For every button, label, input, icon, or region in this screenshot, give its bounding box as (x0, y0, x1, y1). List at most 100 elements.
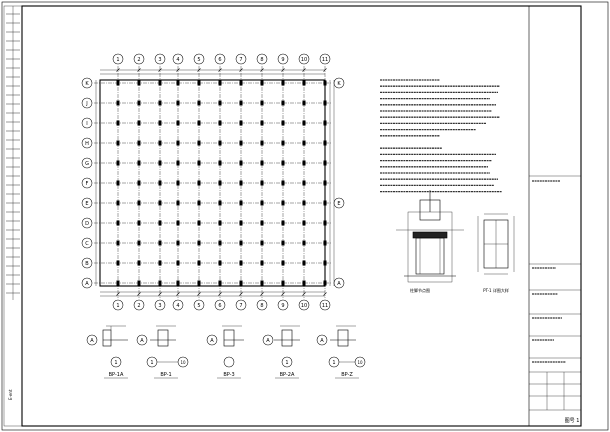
column-base-mark (323, 240, 327, 246)
svg-text:10: 10 (180, 360, 186, 365)
column-base-mark (323, 160, 327, 166)
axis-bubble-8: 8 (256, 53, 268, 65)
base-plate-detail: PT-1 详图大样 (477, 213, 515, 293)
svg-text:1: 1 (285, 360, 288, 366)
column-base-mark (116, 140, 120, 146)
column-base-mark (197, 280, 201, 286)
axis-bubble-H: H (81, 137, 93, 149)
column-base-mark (116, 180, 120, 186)
column-base-mark (116, 200, 120, 206)
column-base-mark (323, 80, 327, 86)
svg-text:E: E (85, 201, 88, 207)
column-base-mark (137, 100, 141, 106)
column-base-mark (197, 140, 201, 146)
column-base-mark (158, 220, 162, 226)
axis-bubble-C: C (81, 237, 93, 249)
left-axis-bubbles: K J I H G F E D C B A (81, 77, 93, 289)
svg-text:F: F (86, 181, 89, 187)
column-base-mark (302, 260, 306, 266)
axis-bubble-B: B (81, 257, 93, 269)
column-base-mark (302, 240, 306, 246)
axis-bubble-5-bottom: 5 (193, 299, 205, 311)
svg-text:7: 7 (239, 303, 242, 309)
column-base-mark (239, 240, 243, 246)
axis-bubble-11-bottom: 11 (319, 299, 331, 311)
column-base-mark (158, 140, 162, 146)
column-base-mark (260, 260, 264, 266)
svg-text:4: 4 (176, 303, 179, 309)
dim-tick (323, 68, 327, 72)
column-base-mark (281, 120, 285, 126)
svg-text:I: I (86, 121, 87, 127)
detail-bp-z: A 1 10 BP-Z (316, 325, 366, 379)
axis-bubble-9-bottom: 9 (277, 299, 289, 311)
column-base-mark (281, 180, 285, 186)
column-base-mark (260, 280, 264, 286)
column-base-mark (218, 120, 222, 126)
column-base-mark (218, 140, 222, 146)
axis-bubble-4-bottom: 4 (172, 299, 184, 311)
axis-bubble-A: A (81, 277, 93, 289)
svg-text:E: E (337, 201, 340, 207)
column-base-mark (158, 240, 162, 246)
svg-text:K: K (337, 81, 341, 87)
column-base-mark (260, 180, 264, 186)
column-base-mark (239, 100, 243, 106)
column-base-mark (197, 160, 201, 166)
dim-tick (176, 68, 180, 72)
svg-text:3: 3 (158, 303, 161, 309)
axis-bubble-4: 4 (172, 53, 184, 65)
column-base-mark (137, 200, 141, 206)
axis-bubble-9: 9 (277, 53, 289, 65)
column-base-mark (197, 240, 201, 246)
column-base-mark (176, 200, 180, 206)
column-base-mark (158, 200, 162, 206)
axis-bubble-10-bottom: 10 (298, 299, 310, 311)
column-base-mark (218, 280, 222, 286)
column-base-mark (239, 140, 243, 146)
column-base-mark (260, 80, 264, 86)
detail-row: A 1 BP-1A A 1 10 BP-1 A BP- (86, 325, 366, 379)
column-base-mark (239, 280, 243, 286)
svg-text:K: K (85, 81, 89, 87)
svg-text:9: 9 (281, 303, 284, 309)
svg-text:B: B (85, 261, 89, 267)
axis-bubble-G: G (81, 157, 93, 169)
svg-text:10: 10 (357, 360, 363, 365)
column-base-mark (281, 140, 285, 146)
dim-tick (158, 68, 162, 72)
detail-caption: BP-Z (341, 372, 353, 378)
column-base-mark (260, 100, 264, 106)
svg-text:J: J (85, 101, 87, 107)
svg-text:5: 5 (197, 303, 200, 309)
svg-text:5: 5 (197, 57, 200, 63)
svg-text:8: 8 (260, 303, 263, 309)
svg-text:10: 10 (301, 303, 307, 309)
top-axis-bubbles: 1 2 3 4 5 6 7 8 9 10 11 (112, 53, 331, 65)
column-base-mark (239, 180, 243, 186)
left-binding-strip: E-ent (3, 5, 23, 427)
column-base-mark (218, 180, 222, 186)
svg-text:A: A (210, 338, 214, 344)
column-base-mark (302, 100, 306, 106)
column-base-mark (116, 100, 120, 106)
column-base-mark (281, 240, 285, 246)
dimension-lines (95, 68, 335, 297)
svg-text:1: 1 (150, 360, 153, 366)
column-base-mark (158, 120, 162, 126)
dim-tick (197, 292, 201, 296)
column-base-mark (302, 80, 306, 86)
dim-tick (260, 292, 264, 296)
column-base-mark (116, 80, 120, 86)
detail-bp-2a: A 1 BP-2A (262, 325, 300, 379)
svg-text:6: 6 (218, 303, 221, 309)
column-base-mark (281, 80, 285, 86)
svg-text:A: A (90, 338, 94, 344)
column-base-mark (218, 80, 222, 86)
dim-tick (176, 292, 180, 296)
svg-text:1: 1 (116, 57, 119, 63)
svg-text:6: 6 (218, 57, 221, 63)
dim-tick (302, 68, 306, 72)
svg-text:9: 9 (281, 57, 284, 63)
